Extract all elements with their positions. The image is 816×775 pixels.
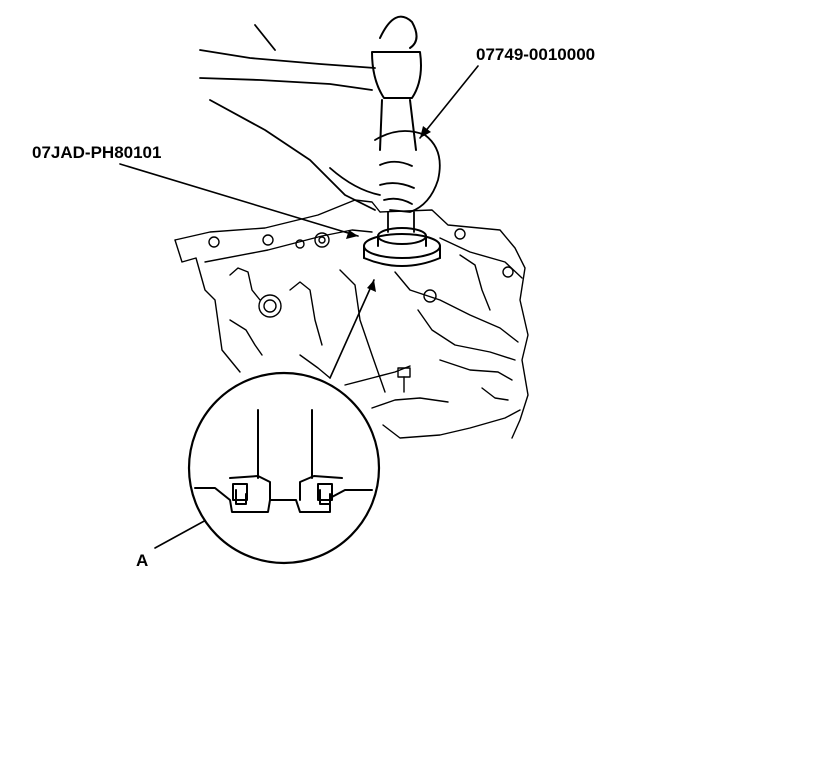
tool-number-label-hammer-driver: 07749-0010000	[476, 45, 596, 64]
hammer	[371, 15, 422, 151]
detail-view-circle	[187, 371, 381, 565]
seal-detail	[194, 409, 373, 513]
seal-driver-attachment	[363, 227, 441, 267]
transmission-housing	[174, 199, 529, 439]
callout-label-a: A	[136, 551, 149, 570]
tool-number-label-attachment: 07JAD-PH80101	[32, 143, 162, 162]
hand	[199, 24, 441, 233]
